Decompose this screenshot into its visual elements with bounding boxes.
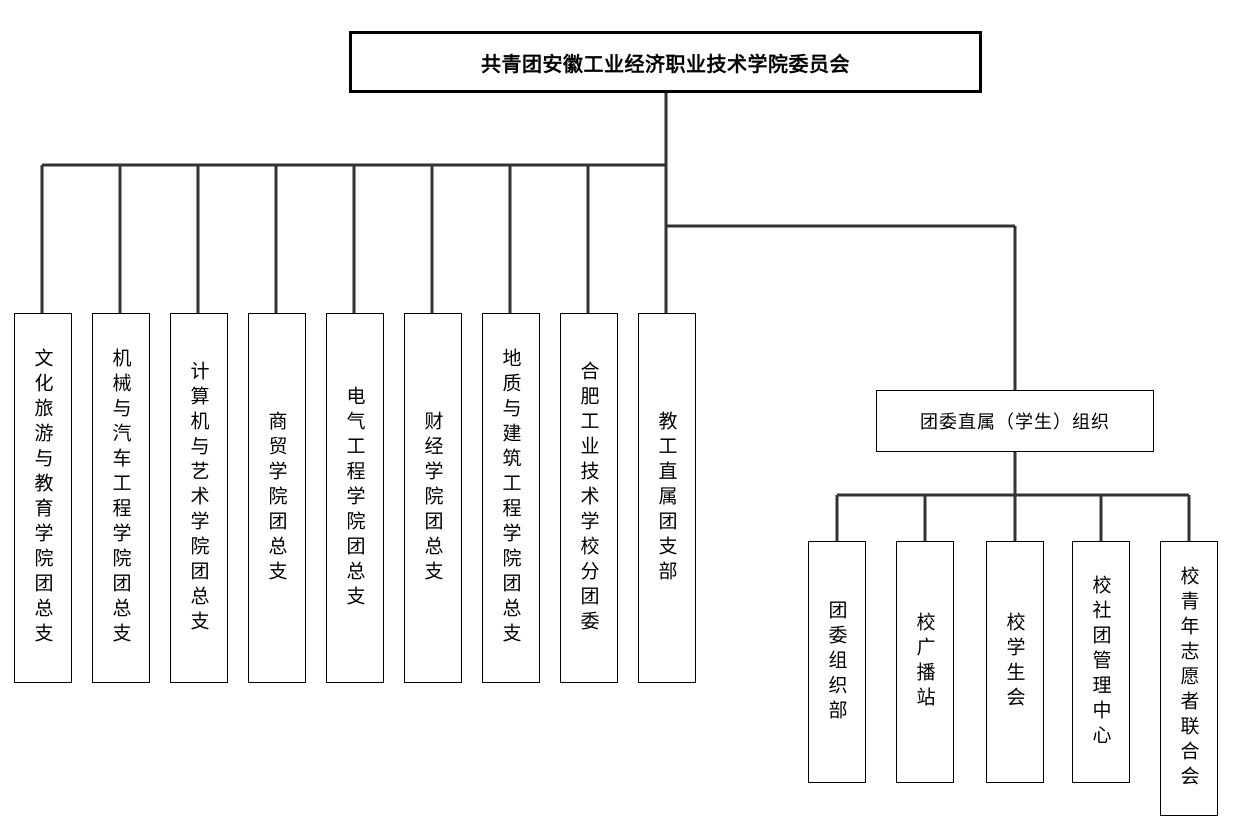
direct-org-label: 团委直属（学生）组织	[920, 412, 1110, 433]
branch-box-faculty-branch: 教工直属团支部	[638, 313, 696, 683]
child-label: 校学生会	[1003, 612, 1026, 712]
branch-box-electrical-engineering: 电气工程学院团总支	[326, 313, 384, 683]
child-box-organization-dept: 团委组织部	[808, 541, 866, 783]
branch-label: 地质与建筑工程学院团总支	[499, 348, 522, 648]
branch-label: 教工直属团支部	[655, 410, 678, 586]
branch-label: 机械与汽车工程学院团总支	[109, 348, 132, 648]
branch-box-culture-tourism-education: 文化旅游与教育学院团总支	[14, 313, 72, 683]
branch-label: 计算机与艺术学院团总支	[187, 360, 210, 636]
branch-box-finance-economics: 财经学院团总支	[404, 313, 462, 683]
branch-label: 文化旅游与教育学院团总支	[31, 348, 54, 648]
branch-label: 财经学院团总支	[421, 410, 444, 586]
branch-label: 商贸学院团总支	[265, 410, 288, 586]
branch-label: 电气工程学院团总支	[343, 385, 366, 611]
root-committee-label: 共青团安徽工业经济职业技术学院委员会	[481, 51, 850, 76]
child-label: 校广播站	[913, 612, 936, 712]
branch-box-mechanical-automotive: 机械与汽车工程学院团总支	[92, 313, 150, 683]
branch-box-computer-art: 计算机与艺术学院团总支	[170, 313, 228, 683]
root-committee-box: 共青团安徽工业经济职业技术学院委员会	[349, 31, 982, 93]
child-label: 校青年志愿者联合会	[1177, 566, 1200, 791]
child-box-volunteer-federation: 校青年志愿者联合会	[1160, 541, 1218, 816]
child-box-club-management: 校社团管理中心	[1072, 541, 1130, 783]
branch-box-hefei-industrial-school: 合肥工业技术学校分团委	[560, 313, 618, 683]
child-box-broadcast-station: 校广播站	[896, 541, 954, 783]
child-box-student-union: 校学生会	[986, 541, 1044, 783]
child-label: 校社团管理中心	[1089, 574, 1112, 750]
direct-org-box: 团委直属（学生）组织	[876, 390, 1154, 452]
branch-box-commerce: 商贸学院团总支	[248, 313, 306, 683]
branch-label: 合肥工业技术学校分团委	[577, 360, 600, 636]
branch-box-geology-construction: 地质与建筑工程学院团总支	[482, 313, 540, 683]
child-label: 团委组织部	[825, 599, 848, 725]
